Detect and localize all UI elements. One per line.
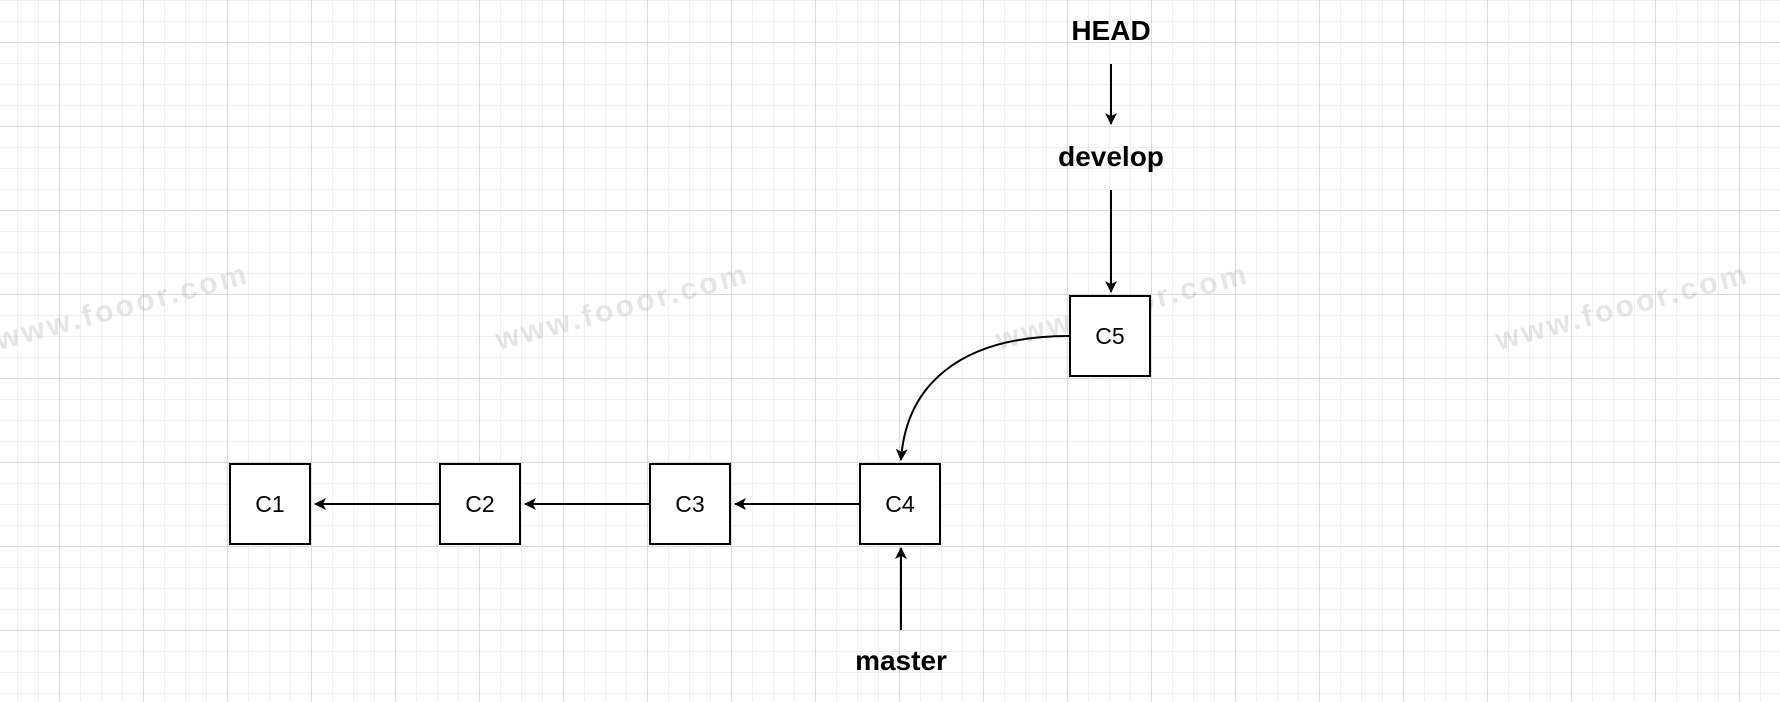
commit-node-c4[interactable]: C4	[859, 463, 941, 545]
commit-node-c5[interactable]: C5	[1069, 295, 1151, 377]
commit-node-c3[interactable]: C3	[649, 463, 731, 545]
master-branch-label: master	[855, 645, 947, 676]
edge-c5-c4	[895, 335, 1070, 461]
commit-node-c2[interactable]: C2	[439, 463, 521, 545]
head-label: HEAD	[1071, 15, 1151, 46]
develop-branch-label: develop	[1058, 141, 1164, 172]
commit-node-c1[interactable]: C1	[229, 463, 311, 545]
